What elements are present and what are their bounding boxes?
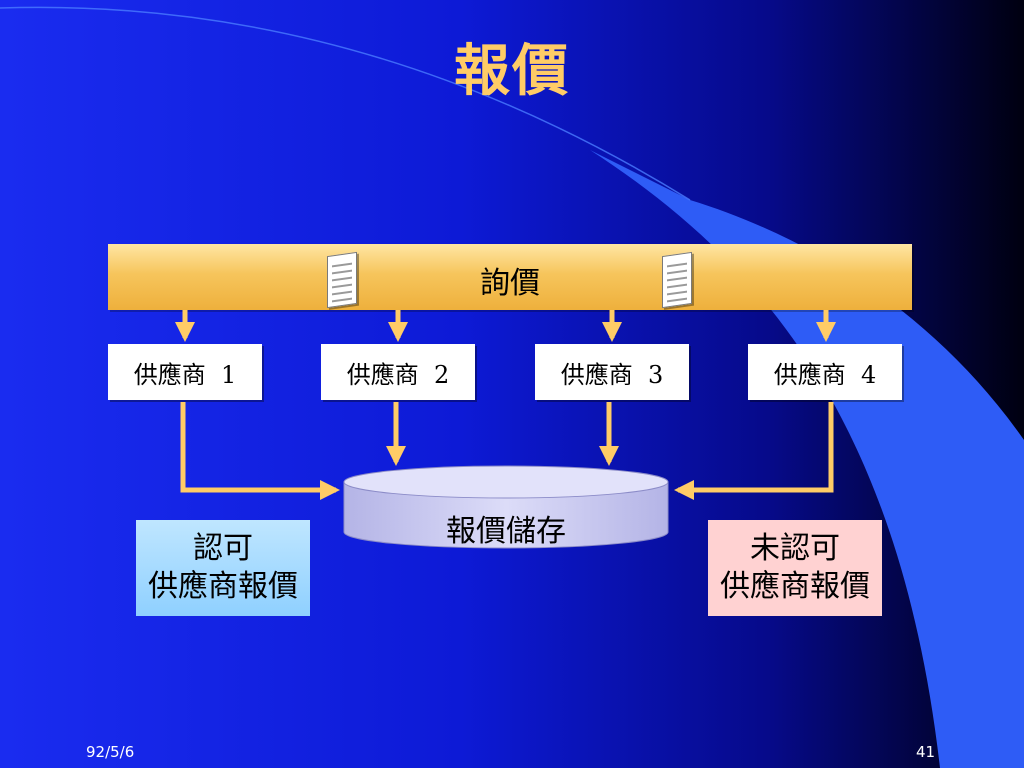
storage-label: 報價儲存 (446, 514, 566, 549)
storage-cylinder (343, 465, 669, 549)
arrow-supplier-1-to-storage (180, 402, 340, 500)
unapproved-quote-box: 未認可 供應商報價 (708, 520, 882, 616)
supplier-box-4: 供應商 4 (748, 344, 902, 400)
slide-title: 報價 (454, 38, 570, 104)
supplier-box-3: 供應商 3 (535, 344, 689, 400)
approved-quote-box: 認可 供應商報價 (136, 520, 310, 616)
approved-quote-line-1: 認可 (193, 531, 253, 566)
arrow-supplier-4-to-storage (674, 402, 834, 500)
inquiry-bar (108, 244, 912, 310)
supplier-box-2: 供應商 2 (321, 344, 475, 400)
footer-page-number: 41 (916, 743, 936, 761)
inquiry-label: 詢價 (480, 266, 540, 301)
footer-date: 92/5/6 (86, 743, 135, 761)
unapproved-quote-line-2: 供應商報價 (720, 569, 870, 604)
supplier-box-1: 供應商 1 (108, 344, 262, 400)
approved-quote-line-2: 供應商報價 (148, 569, 298, 604)
unapproved-quote-line-1: 未認可 (750, 531, 840, 566)
